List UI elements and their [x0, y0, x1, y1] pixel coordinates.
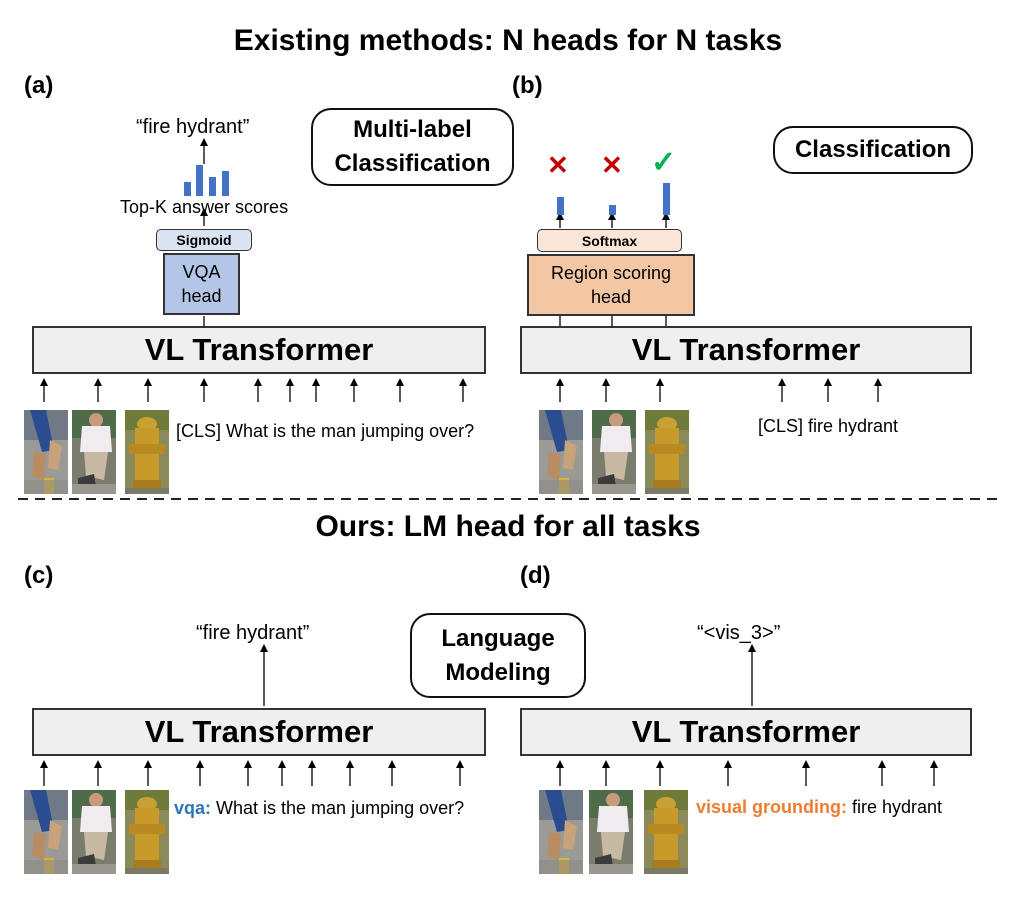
sigmoid-activation: Sigmoid [156, 229, 252, 251]
panel-a-score-bar-0 [184, 182, 191, 196]
panel-a-input-text: [CLS] What is the man jumping over? [176, 421, 475, 441]
vl-transformer-d: VL Transformer [520, 708, 972, 756]
vqa-head-line2: head [181, 286, 222, 306]
arrow-group [40, 138, 938, 786]
check-icon-2: ✓ [651, 146, 677, 179]
panel-label-c: (c) [24, 562, 54, 589]
panel-b-score-bar-2 [663, 183, 670, 215]
panel-a-scores-label: Top-K answer scores [120, 197, 289, 217]
image-region-c-1 [24, 790, 68, 874]
panel-c-input-text: What is the man jumping over? [211, 798, 465, 818]
vl-transformer-c: VL Transformer [32, 708, 486, 756]
panel-label-b: (b) [512, 72, 543, 99]
image-region-d-3 [644, 790, 688, 874]
image-region-b-1 [539, 410, 583, 494]
panel-c-input: vqa: What is the man jumping over? [174, 798, 464, 819]
image-region-b-3 [645, 410, 689, 494]
image-region-d-1 [539, 790, 583, 874]
panel-b-score-bar-0 [557, 197, 564, 215]
top-title: Existing methods: N heads for N tasks [233, 24, 783, 57]
task-badge-multilabel-line2: Classification [334, 150, 491, 177]
panel-label-d: (d) [520, 562, 551, 589]
image-region-c-2 [72, 790, 116, 874]
region-head-line1: Region scoring [550, 263, 672, 283]
task-badge-lm-line2: Modeling [445, 658, 551, 686]
panel-a-score-bar-1 [196, 165, 203, 196]
task-badge-lm-line1: Language [441, 624, 555, 652]
region-head-line2: head [590, 287, 632, 307]
task-badge-language-modeling: Language Modeling [410, 613, 586, 698]
panel-a-score-bar-2 [209, 177, 216, 196]
softmax-activation: Softmax [537, 229, 682, 252]
vqa-head: VQA head [163, 253, 240, 315]
region-scoring-head: Region scoring head [527, 254, 695, 316]
panel-c-prefix: vqa: [174, 798, 212, 818]
cross-icon-0: ✕ [547, 150, 569, 180]
cross-icon-1: ✕ [601, 150, 623, 180]
task-badge-multilabel-line1: Multi-label [353, 116, 472, 143]
task-badge-multilabel: Multi-label Classification [311, 108, 514, 186]
task-badge-classification: Classification [773, 126, 973, 174]
image-region-a-1 [24, 410, 68, 494]
panel-d-input-text: fire hydrant [847, 797, 943, 817]
panel-d-input: visual grounding: fire hydrant [696, 797, 942, 818]
vl-transformer-b: VL Transformer [520, 326, 972, 374]
image-region-d-2 [589, 790, 633, 874]
image-region-a-3 [125, 410, 169, 494]
bottom-title: Ours: LM head for all tasks [315, 510, 701, 543]
panel-a-output-text: “fire hydrant” [136, 116, 250, 138]
panel-d-prefix: visual grounding: [696, 797, 847, 817]
image-region-b-2 [592, 410, 636, 494]
panel-b-input-text: [CLS] fire hydrant [758, 416, 899, 436]
vl-transformer-a: VL Transformer [32, 326, 486, 374]
vqa-head-line1: VQA [182, 262, 221, 282]
panel-b-score-bar-1 [609, 205, 616, 215]
panel-c-output-text: “fire hydrant” [196, 622, 310, 644]
panel-d-output-text: “<vis_3>” [697, 622, 781, 644]
image-region-c-3 [125, 790, 169, 874]
panel-label-a: (a) [24, 72, 54, 99]
image-region-a-2 [72, 410, 116, 494]
panel-a-score-bar-3 [222, 171, 229, 196]
